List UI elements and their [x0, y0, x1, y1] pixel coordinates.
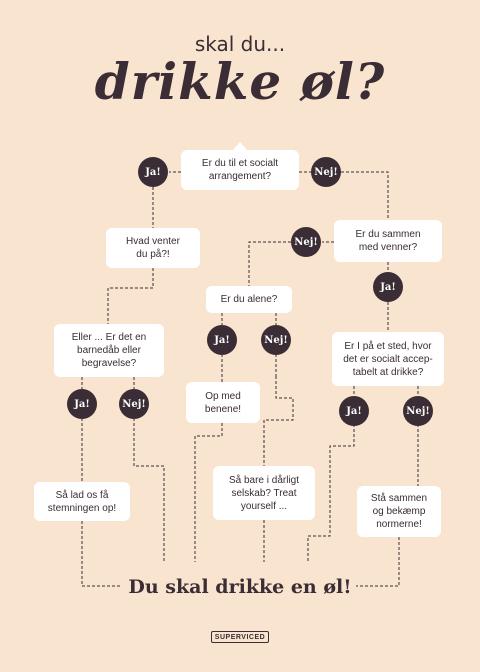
- yes-badge: Ja!: [138, 157, 168, 187]
- answer-feet-up: Op med benene!: [186, 382, 260, 423]
- question-alone: Er du alene?: [206, 286, 292, 313]
- yes-badge: Ja!: [373, 272, 403, 302]
- no-badge: Nej!: [311, 157, 341, 187]
- no-badge: Nej!: [261, 325, 291, 355]
- yes-badge: Ja!: [207, 325, 237, 355]
- subtitle: skal du...: [194, 32, 286, 56]
- question-acceptable-place: Er I på et sted, hvor det er socialt acc…: [332, 332, 444, 386]
- question-what-waiting: Hvad venter du på?!: [106, 228, 200, 268]
- yes-badge: Ja!: [339, 396, 369, 426]
- brand-logo: SUPERVICED: [211, 631, 269, 643]
- no-badge: Nej!: [403, 396, 433, 426]
- question-with-friends: Er du sammen med venner?: [334, 220, 442, 262]
- answer-stand-together: Stå sammen og bekæmp normerne!: [357, 486, 441, 537]
- page-title: drikke øl?: [94, 52, 386, 111]
- answer-lift-mood: Så lad os få stemningen op!: [34, 482, 130, 521]
- question-social-event: Er du til et socialt arrangement?: [181, 150, 299, 190]
- question-christening: Eller ... Er det en barnedåb eller begra…: [54, 324, 164, 377]
- no-badge: Nej!: [119, 389, 149, 419]
- yes-badge: Ja!: [67, 389, 97, 419]
- conclusion-text: Du skal drikke en øl!: [128, 576, 352, 598]
- no-badge: Nej!: [291, 227, 321, 257]
- answer-bad-company: Så bare i dårligt selskab? Treat yoursel…: [213, 466, 315, 520]
